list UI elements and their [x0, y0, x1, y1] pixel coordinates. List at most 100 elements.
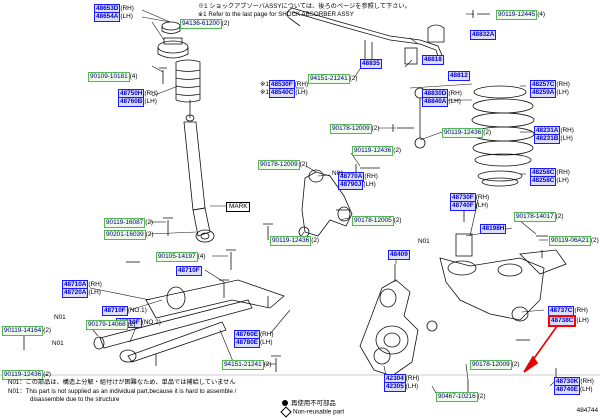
part-number-link[interactable]: 90178-12009: [470, 360, 512, 370]
part-number-link[interactable]: 48720A: [62, 288, 89, 298]
part-number-link[interactable]: 48840A: [422, 97, 449, 107]
part-label: 90119-16087(2): [104, 218, 154, 228]
part-label: 90119-14164(2): [2, 326, 52, 336]
highlighted-part-number-link[interactable]: 48738C: [548, 315, 577, 327]
part-label: 48780E(LH): [234, 338, 273, 348]
part-number-link[interactable]: 90119-12436: [352, 146, 394, 156]
part-label: 90119-12436(2): [270, 236, 320, 246]
part-label: 90178-14017(2): [514, 212, 564, 222]
part-number-link[interactable]: 48540C: [268, 88, 296, 98]
part-number-link[interactable]: 48710F: [102, 306, 128, 316]
n01-marker: N01: [54, 314, 66, 321]
part-label: 48654A(LH): [94, 12, 133, 22]
n01-marker: N01: [332, 170, 344, 177]
part-label: 90178-12005(2): [352, 216, 402, 226]
part-number-link[interactable]: 94136-61200: [180, 19, 222, 29]
part-number-link[interactable]: 48259A: [530, 88, 557, 98]
highlight-arrow: [523, 321, 561, 373]
part-label: 90105-14197(4): [156, 252, 206, 262]
n01-note-jp: N01：この部品は、構造上分解・組付けが困難なため、単品では補給していません: [8, 379, 236, 386]
part-number-link[interactable]: 48818: [422, 55, 444, 65]
part-number-link[interactable]: 94151-21241: [308, 74, 350, 84]
part-number-link[interactable]: 94151-21241: [222, 360, 264, 370]
part-label: 48258C(LH): [530, 176, 569, 186]
part-label: 48818: [422, 55, 444, 65]
part-label: 90119-12445(4): [496, 10, 546, 20]
legend-reuse: 再使用不可部品: [282, 398, 336, 407]
legend-nonreusable: Non-reusable part: [280, 406, 344, 418]
part-number-link[interactable]: 90179-14068: [86, 320, 128, 330]
stabilizer-bar-illustration: [286, 7, 445, 66]
part-number-link[interactable]: 48654A: [94, 12, 121, 22]
part-number-link[interactable]: 90119-12445: [496, 10, 538, 20]
leader-lines: [27, 9, 557, 394]
mark-label: MARK: [226, 202, 251, 212]
part-label: 90201-16039(2): [104, 230, 154, 240]
fasteners-illustration: [19, 10, 557, 396]
n01-marker: N01: [52, 340, 64, 347]
part-number-link[interactable]: 90178-12009: [330, 124, 372, 134]
part-label: 90119-06A21(2): [549, 236, 599, 246]
part-number-link[interactable]: 48710F: [176, 266, 202, 276]
part-number-link[interactable]: 90119-14164: [2, 326, 44, 336]
part-number-link[interactable]: 90105-14197: [156, 252, 198, 262]
part-number-link[interactable]: 90119-12436: [442, 128, 484, 138]
part-label: 94151-21241(2): [222, 360, 272, 370]
note-jp: ※1 ショックアブソーバASSYについては、後ろのページを参照して下さい。: [198, 3, 411, 10]
part-label: 90109-10181(4): [88, 72, 138, 82]
upper-support-illustration: [157, 21, 189, 59]
part-number-link[interactable]: 48409: [388, 250, 410, 260]
part-number-link[interactable]: 48835: [360, 59, 382, 69]
illustration-code: 484744: [576, 407, 598, 414]
part-label: 48710F: [176, 266, 202, 276]
part-number-link[interactable]: 90178-12005: [352, 216, 394, 226]
part-number-link[interactable]: 90119-16087: [104, 218, 146, 228]
part-label: 90467-10216(2): [436, 392, 486, 402]
part-label: 90178-12009(2): [330, 124, 380, 134]
part-label: 48790J(LH): [338, 180, 376, 190]
part-label: 48409: [388, 250, 410, 260]
non-reusable-icon: [280, 406, 292, 418]
note-en: ※1 Refer to the last page for SHOCK ABSO…: [198, 11, 354, 18]
part-number-link[interactable]: 90178-12009: [258, 160, 300, 170]
lower-control-arm-illustration: [439, 233, 545, 322]
part-label: 48832A: [470, 30, 497, 40]
reuse-dot-icon: [282, 400, 288, 407]
part-label: 48738C(LH): [548, 315, 589, 327]
part-number-link[interactable]: 90467-10216: [436, 392, 478, 402]
part-number-link[interactable]: 48790J: [338, 180, 364, 190]
part-number-link[interactable]: 48231B: [534, 134, 561, 144]
part-number-link[interactable]: 48780E: [234, 338, 261, 348]
part-number-link[interactable]: 42305: [384, 382, 406, 392]
bracket-illustration: [519, 249, 567, 275]
part-number-link[interactable]: 48832A: [470, 30, 497, 40]
n01-marker: N01: [418, 238, 430, 245]
part-number-link[interactable]: 48740F: [450, 201, 476, 211]
part-number-link[interactable]: 90119-06A21: [549, 236, 591, 246]
part-label: 48740F(LH): [450, 201, 489, 211]
part-number-link[interactable]: 90119-12436: [2, 370, 44, 380]
part-number-link[interactable]: 90109-10181: [88, 72, 130, 82]
part-label: 94151-21241(2): [308, 74, 358, 84]
part-label: 48760B(LH): [118, 97, 157, 107]
part-number-link[interactable]: 48198H: [480, 224, 507, 234]
part-label: 48812: [448, 71, 470, 81]
part-number-link[interactable]: 48760B: [118, 97, 145, 107]
part-number-link[interactable]: 48740E: [554, 385, 581, 395]
part-number-link[interactable]: 90201-16039: [104, 230, 146, 240]
part-number-link[interactable]: 48258C: [530, 176, 557, 186]
shock-absorber-illustration: [183, 100, 215, 243]
part-label: 48740E(LH): [554, 385, 593, 395]
part-label: 90178-12009(2): [258, 160, 308, 170]
part-label: 90119-12436(2): [2, 370, 52, 380]
part-number-link[interactable]: 90119-12436: [270, 236, 312, 246]
part-number-link[interactable]: 48812: [448, 71, 470, 81]
part-number-link[interactable]: 90178-14017: [514, 212, 556, 222]
n01-note-en-2: disassemble due to the structure: [30, 396, 120, 403]
part-label: 48840A(LH): [422, 97, 461, 107]
shock-boot-illustration: [175, 59, 201, 103]
part-label: 48198H: [480, 224, 507, 234]
